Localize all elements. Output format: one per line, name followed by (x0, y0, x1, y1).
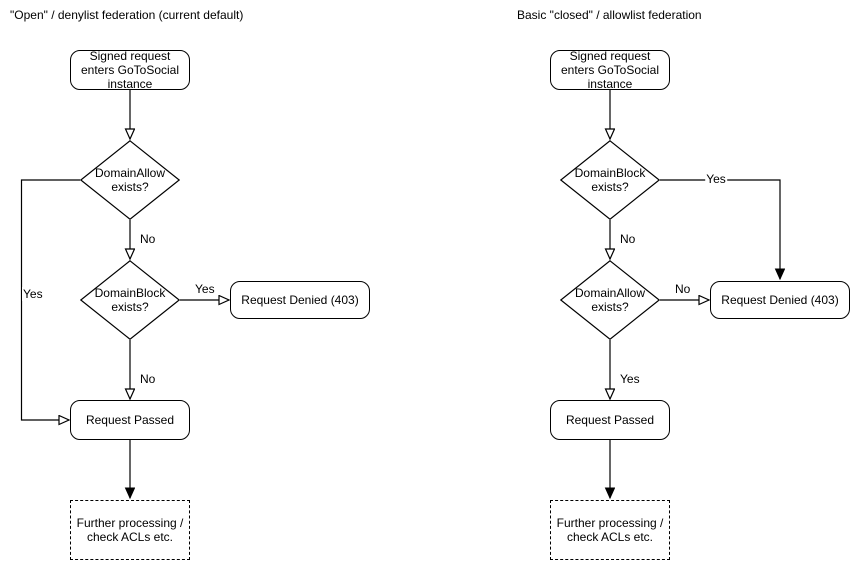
left-decision1-no-label: No (139, 232, 157, 246)
left-passed-label: Request Passed (85, 413, 175, 427)
right-decision-domainblock: DomainBlock exists? (560, 140, 660, 220)
diamond-shape (80, 260, 180, 340)
left-decision2-yes-label: Yes (194, 282, 216, 296)
left-denied-node: Request Denied (403) (230, 281, 370, 319)
right-decision-domainallow: DomainAllow exists? (560, 260, 660, 340)
right-further-node: Further processing / check ACLs etc. (550, 500, 670, 560)
left-passed-node: Request Passed (70, 400, 190, 440)
diamond-shape (560, 260, 660, 340)
right-start-label: Signed request enters GoToSocial instanc… (560, 49, 660, 91)
left-start-node: Signed request enters GoToSocial instanc… (70, 49, 190, 91)
left-decision2-no-label: No (139, 372, 157, 386)
right-decision1-label: DomainBlock exists? (574, 166, 646, 194)
right-passed-label: Request Passed (565, 413, 655, 427)
diamond-shape (560, 140, 660, 220)
right-decision2-yes-label: Yes (619, 372, 641, 386)
left-decision1-yes-label: Yes (22, 287, 44, 301)
left-further-node: Further processing / check ACLs etc. (70, 500, 190, 560)
right-decision1-no-label: No (619, 232, 637, 246)
left-start-label: Signed request enters GoToSocial instanc… (80, 49, 180, 91)
right-decision2-label: DomainAllow exists? (574, 286, 646, 314)
right-denied-label: Request Denied (403) (721, 293, 839, 307)
edge-left-decision1-yes-loop (20, 179, 80, 420)
right-flow-title: Basic "closed" / allowlist federation (517, 8, 702, 22)
left-decision2-label: DomainBlock exists? (94, 286, 166, 314)
diamond-shape (80, 140, 180, 220)
right-further-label: Further processing / check ACLs etc. (556, 516, 664, 544)
left-flow-title: "Open" / denylist federation (current de… (10, 8, 244, 22)
left-decision-domainblock: DomainBlock exists? (80, 260, 180, 340)
right-decision1-yes-label: Yes (705, 172, 727, 186)
left-decision1-label: DomainAllow exists? (94, 166, 166, 194)
right-denied-node: Request Denied (403) (710, 281, 850, 319)
right-start-node: Signed request enters GoToSocial instanc… (550, 49, 670, 91)
edge-right-decision1-yes (660, 179, 780, 279)
left-further-label: Further processing / check ACLs etc. (76, 516, 184, 544)
right-decision2-no-label: No (674, 282, 692, 296)
left-denied-label: Request Denied (403) (241, 293, 359, 307)
left-decision-domainallow: DomainAllow exists? (80, 140, 180, 220)
right-passed-node: Request Passed (550, 400, 670, 440)
